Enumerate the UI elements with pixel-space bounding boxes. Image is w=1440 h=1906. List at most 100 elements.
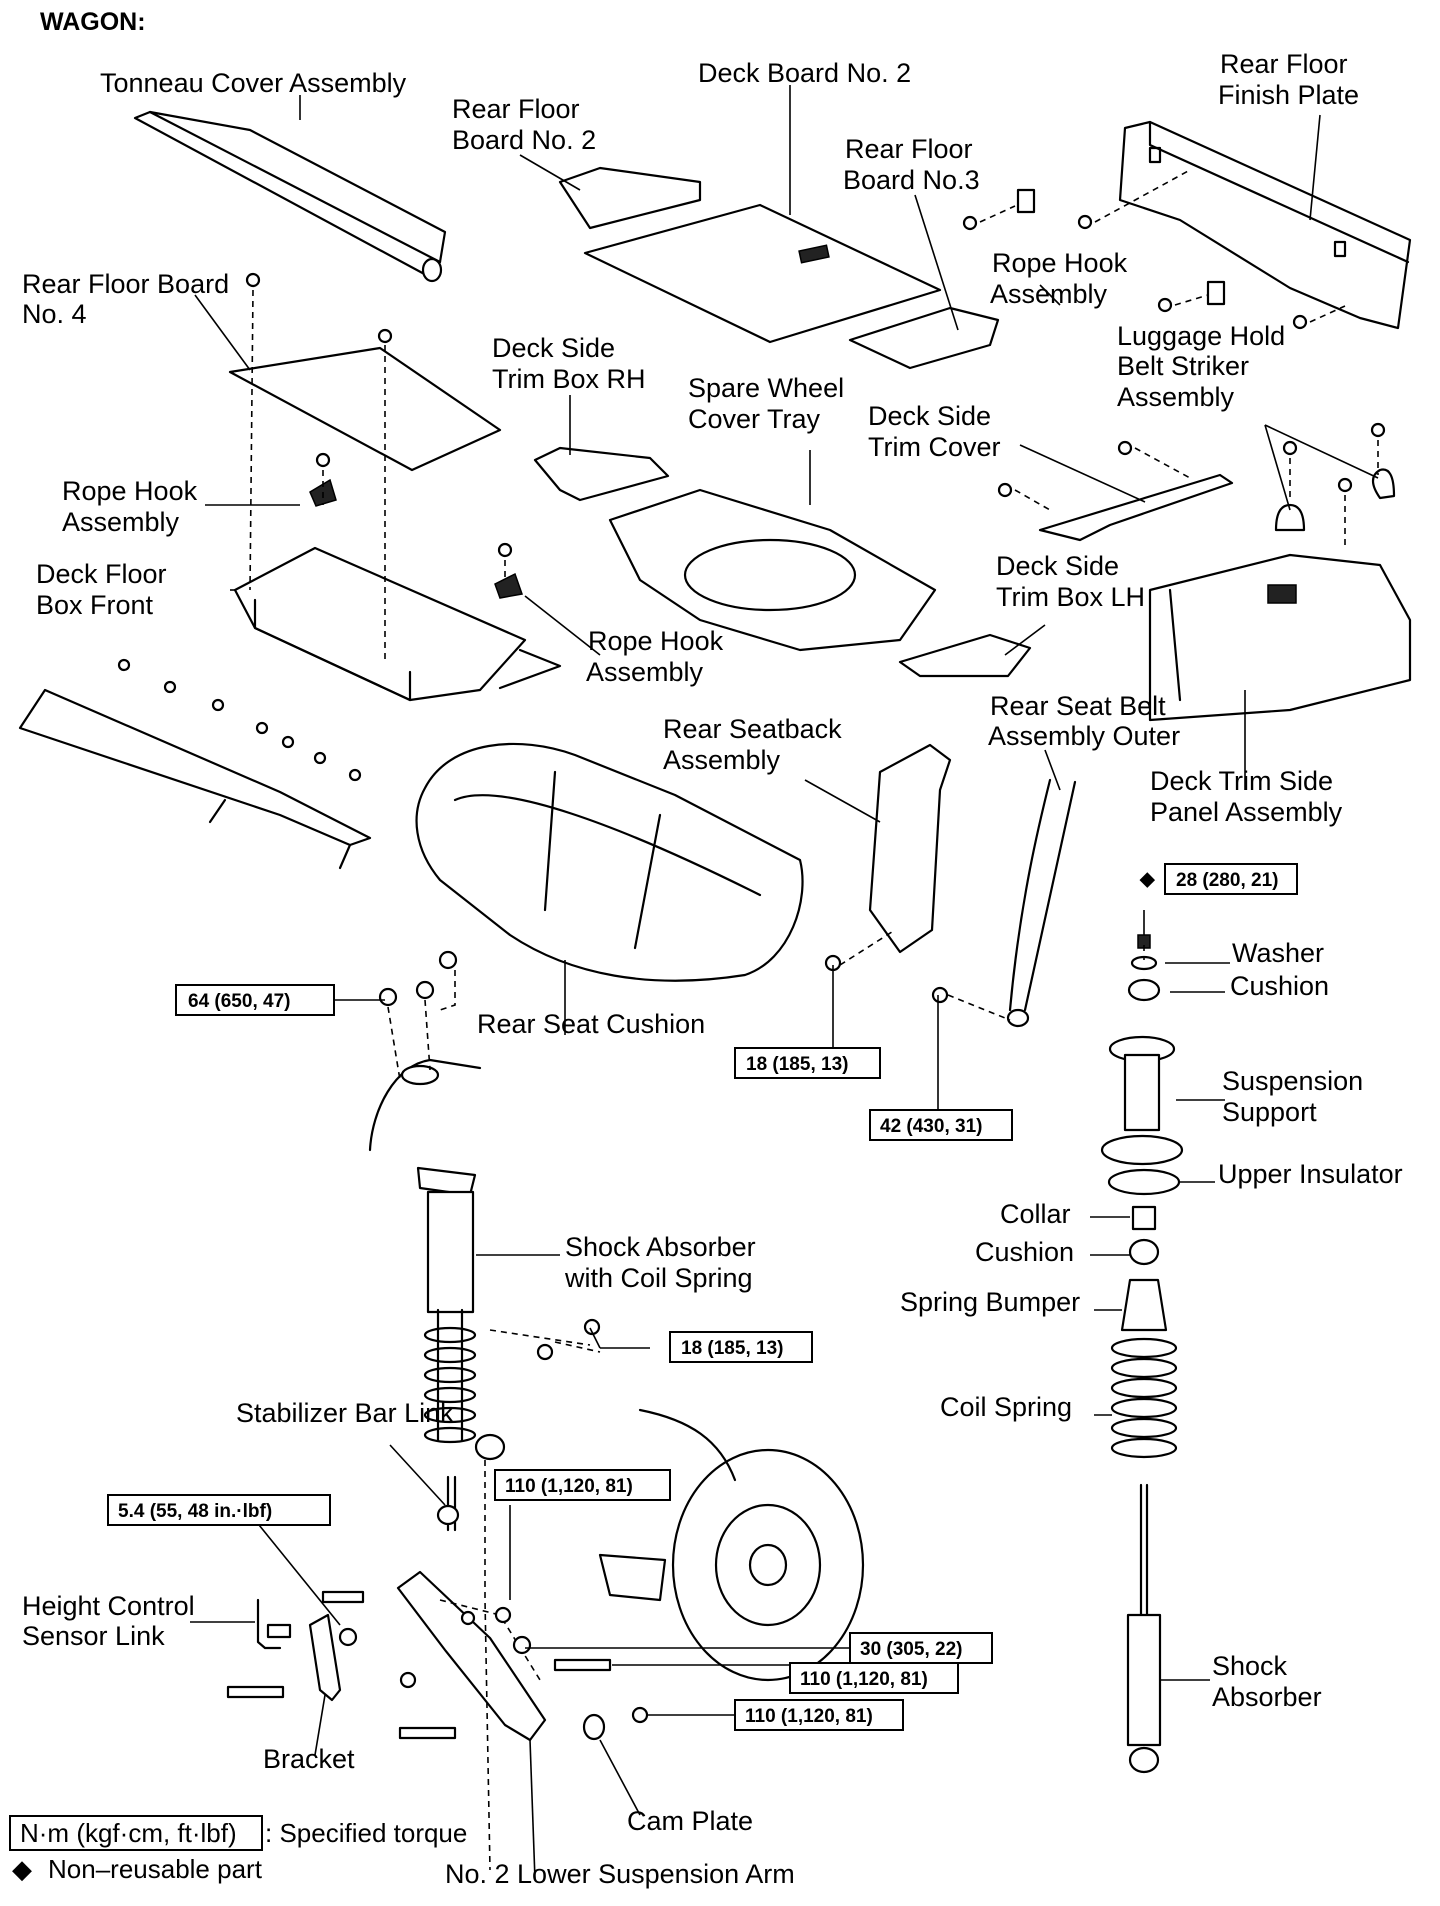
label-rear-floor-board-3-line2: Board No.3 — [843, 165, 980, 195]
label-deck-floor-box-line1: Deck Floor — [36, 559, 167, 589]
body-mount-part — [368, 1058, 482, 1152]
torque-box-64: 64 (650, 47) — [175, 984, 335, 1016]
label-rear-seatback-line1: Rear Seatback — [663, 714, 842, 744]
trim-strip-part — [18, 688, 372, 870]
leader-lines — [190, 85, 1379, 1881]
label-rope-hook-mid-line1: Rope Hook — [588, 626, 724, 656]
label-shock-absorber-line2: Absorber — [1212, 1682, 1322, 1712]
torque-110b-text: 110 (1,120, 81) — [800, 1669, 928, 1690]
label-rope-hook-top-line1: Rope Hook — [992, 248, 1128, 278]
label-tonneau-cover: Tonneau Cover Assembly — [100, 68, 407, 98]
label-deck-side-cover-line2: Trim Cover — [868, 432, 1001, 462]
label-rope-hook-left-line1: Rope Hook — [62, 476, 198, 506]
label-rear-floor-board-3-line1: Rear Floor — [845, 134, 973, 164]
rear-seat-belt-part — [1006, 778, 1077, 1028]
label-stabilizer-link: Stabilizer Bar Link — [236, 1398, 454, 1428]
label-cam-plate: Cam Plate — [627, 1806, 753, 1836]
rope-hook-top-part-1 — [1016, 188, 1036, 214]
deck-side-trim-box-rh-part — [533, 446, 670, 502]
label-rear-seat-belt-line1: Rear Seat Belt — [990, 691, 1166, 721]
bracket-part — [308, 1613, 342, 1702]
torque-box-30: 30 (305, 22) — [849, 1632, 993, 1664]
legend-nonreusable-text: Non–reusable part — [48, 1854, 263, 1884]
label-rear-floor-board-2-line2: Board No. 2 — [452, 125, 596, 155]
rope-hook-top-part-2 — [1206, 280, 1226, 306]
spare-wheel-cover-tray-part — [608, 488, 937, 652]
legend: N·m (kgf·cm, ft·lbf) : Specified torque … — [9, 1815, 467, 1884]
label-suspension-support-line2: Support — [1222, 1097, 1317, 1127]
label-suspension-support-line1: Suspension — [1222, 1066, 1363, 1096]
label-height-control-line2: Sensor Link — [22, 1621, 165, 1651]
label-rear-floor-finish-line2: Finish Plate — [1218, 80, 1359, 110]
label-spare-wheel-line1: Spare Wheel — [688, 373, 844, 403]
label-rear-floor-board-4-line2: No. 4 — [22, 299, 87, 329]
label-rear-seatback-line2: Assembly — [663, 745, 781, 775]
torque-30-text: 30 (305, 22) — [860, 1639, 962, 1660]
deck-trim-side-panel-part — [1148, 553, 1412, 722]
cam-plate-part — [582, 1713, 606, 1741]
label-deck-side-lh-line2: Trim Box LH — [996, 582, 1145, 612]
deck-floor-box-front-part — [233, 546, 562, 702]
torque-18b-text: 18 (185, 13) — [681, 1338, 783, 1359]
assembly-dashed-lines — [249, 169, 1379, 1871]
label-rear-seat-belt-line2: Assembly Outer — [988, 721, 1180, 751]
label-rope-hook-left-line2: Assembly — [62, 507, 180, 537]
label-shock-absorber-line1: Shock — [1212, 1651, 1288, 1681]
rear-seatback-part — [868, 743, 952, 954]
legend-nonreusable-symbol: ◆ — [12, 1854, 32, 1884]
height-control-sensor-link-part — [256, 1598, 282, 1650]
label-rear-floor-board-2-line1: Rear Floor — [452, 94, 580, 124]
shock-absorber-with-coil-spring-part — [416, 1166, 506, 1461]
label-lower-arm: No. 2 Lower Suspension Arm — [445, 1859, 795, 1889]
torque-box-110c: 110 (1,120, 81) — [734, 1699, 904, 1731]
upper-insulator-part — [1107, 1168, 1181, 1196]
label-deck-side-cover-line1: Deck Side — [868, 401, 991, 431]
fasteners — [117, 214, 1386, 1007]
torque-specs: ◆ 28 (280, 21) 64 (650, 47) 18 (185, 13)… — [107, 863, 1298, 1731]
torque-42-text: 42 (430, 31) — [880, 1116, 982, 1137]
rear-floor-board-2-part — [558, 166, 702, 230]
label-rope-hook-top-line2: Assembly — [990, 279, 1108, 309]
label-shock-coil-line2: with Coil Spring — [564, 1263, 753, 1293]
lower-fasteners — [226, 1318, 649, 1740]
torque-box-54: 5.4 (55, 48 in.·lbf) — [107, 1494, 331, 1526]
rear-floor-finish-plate-part — [1118, 120, 1412, 330]
label-luggage-line3: Assembly — [1117, 382, 1235, 412]
label-coil-spring: Coil Spring — [940, 1392, 1072, 1422]
collar-part — [1131, 1205, 1157, 1231]
legend-torque-box-text: N·m (kgf·cm, ft·lbf) — [20, 1818, 237, 1848]
torque-64-text: 64 (650, 47) — [188, 991, 290, 1012]
torque-box-18b: 18 (185, 13) — [669, 1331, 813, 1363]
tonneau-cover-part — [133, 110, 447, 283]
label-shock-coil-line1: Shock Absorber — [565, 1232, 756, 1262]
rear-floor-board-3-part — [848, 306, 1000, 370]
washer-nut-part — [1137, 934, 1151, 949]
cushion-top-part — [1127, 978, 1161, 1002]
label-deck-trim-side-line1: Deck Trim Side — [1150, 766, 1333, 796]
label-rear-floor-finish-line1: Rear Floor — [1220, 49, 1348, 79]
label-collar: Collar — [1000, 1199, 1071, 1229]
label-deck-side-rh-line1: Deck Side — [492, 333, 615, 363]
torque-box-110a: 110 (1,120, 81) — [494, 1469, 671, 1501]
label-cushion-mid: Cushion — [975, 1237, 1074, 1267]
legend-torque-text: : Specified torque — [265, 1818, 467, 1848]
label-rear-floor-board-4-line1: Rear Floor Board — [22, 269, 229, 299]
torque-28-text: 28 (280, 21) — [1176, 870, 1278, 891]
torque-box-18a: 18 (185, 13) — [734, 1047, 881, 1079]
label-rope-hook-mid-line2: Assembly — [586, 657, 704, 687]
coil-spring-part — [1110, 1337, 1178, 1459]
label-upper-insulator: Upper Insulator — [1218, 1159, 1403, 1189]
deck-side-trim-box-lh-part — [898, 633, 1032, 678]
label-spring-bumper: Spring Bumper — [900, 1287, 1080, 1317]
luggage-belt-striker-part-2 — [1371, 468, 1396, 500]
label-deck-side-lh-line1: Deck Side — [996, 551, 1119, 581]
rear-floor-board-4-part — [228, 346, 502, 472]
suspension-support-part — [1100, 1035, 1184, 1166]
brake-hub-part — [598, 1408, 865, 1682]
label-spare-wheel-line2: Cover Tray — [688, 404, 821, 434]
torque-box-42: 42 (430, 31) — [869, 1109, 1013, 1141]
label-deck-board-2: Deck Board No. 2 — [698, 58, 911, 88]
rear-seat-cushion-part — [415, 742, 804, 982]
torque-box-110b: 110 (1,120, 81) — [789, 1662, 959, 1694]
